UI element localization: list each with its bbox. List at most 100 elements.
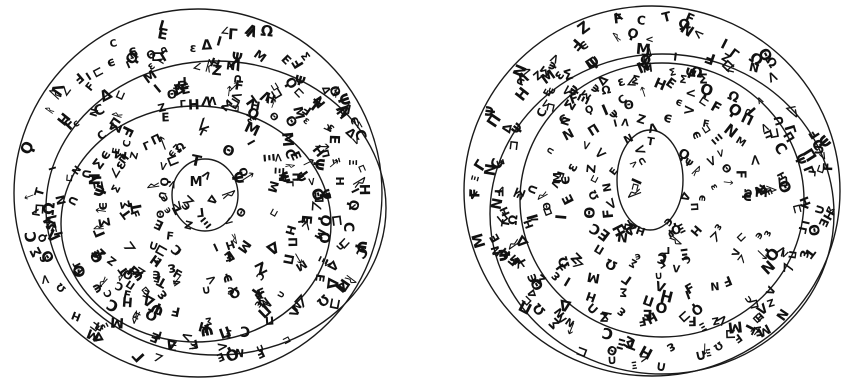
inscription-glyph: Ϙ (16, 138, 38, 157)
inscription-glyph: Ι (552, 213, 570, 220)
inscription-glyph: Ι (718, 36, 730, 53)
inscription-glyph: Ε (161, 110, 170, 124)
inscription-glyph: ⊐ (31, 203, 48, 216)
inscription-glyph: Λ (621, 118, 630, 130)
inscription-glyph: Ξ (630, 358, 638, 370)
left-disc: Δ⊐ɛϹΜϹΜΨɛΩΨᚱΕ∩<ϹΘ∩ΝΠ∠>>Ψ⊐ΔΤᛏΜ<ΛϵΝΗΝ⊐⊏ΗΤΤ… (14, 9, 386, 377)
inscription-glyph: Ⅎ (682, 279, 697, 296)
inscription-glyph: ᛏ (722, 179, 735, 186)
inscription-glyph: Ι (244, 138, 257, 148)
inscription-glyph: Ϝ (708, 99, 724, 118)
inscription-glyph: Ζ (183, 217, 194, 232)
inscription-glyph: Δ (204, 193, 220, 208)
inscription-glyph: Γ (129, 346, 149, 366)
inscription-glyph: Η (651, 75, 668, 94)
inscription-glyph: Ψ (608, 109, 622, 123)
inscription-glyph: Ω (54, 280, 68, 294)
inscription-glyph: ᚱ (95, 274, 110, 289)
inscription-glyph: Ζ (574, 17, 594, 38)
inscription-glyph: Η (333, 176, 346, 185)
right-disc: ⊏ΗΘΜΝϘ⊏Ι⊏ɛΩ<ΨϘϜϹΝϹ<ΛΠϘΔ<ᛏ>ϵΨ⊏ΞΙᛏℲΛΘϘΞ⊐Σ<… (464, 6, 840, 376)
inscription-glyph: Θ (542, 201, 555, 212)
inscription-glyph: Μ (635, 40, 651, 59)
inscription-glyph: ϵ (696, 194, 710, 202)
inscription-glyph: ⊏ (64, 173, 76, 182)
inscription-glyph: Ν (600, 182, 614, 193)
inscription-glyph: ∩ (200, 283, 212, 298)
inscription-glyph: Μ (733, 135, 747, 150)
inscription-glyph: ∩ (78, 167, 96, 181)
inscription-glyph: Θ (804, 223, 822, 238)
inscription-glyph: Δ (557, 295, 572, 315)
inscription-glyph: Ν (489, 197, 507, 212)
inscription-glyph: Μ (468, 231, 489, 250)
inscription-glyph: Ϝ (170, 302, 182, 319)
inscription-glyph: Θ (267, 110, 281, 124)
inscription-glyph: Δ (263, 238, 282, 260)
inscription-glyph: Ε (487, 231, 503, 245)
inscription-glyph: Ψ (308, 157, 328, 172)
inscription-glyph: ᚱ (219, 187, 239, 202)
inscription-glyph: Ϲ (169, 241, 186, 259)
inscription-glyph: ᚱ (43, 104, 56, 116)
inscription-glyph: Ϝ (720, 272, 734, 289)
inscription-glyph: Η (356, 184, 372, 196)
inscription-glyph: ϵ (662, 109, 675, 127)
inscription-glyph: Ⅎ (166, 228, 175, 242)
right-disc-glyphs: ⊏ΗΘΜΝϘ⊏Ι⊏ɛΩ<ΨϘϜϹΝϹ<ΛΠϘΔ<ᛏ>ϵΨ⊏ΞΙᛏℲΛΘϘΞ⊐Σ<… (464, 9, 837, 376)
inscription-glyph: Θ (233, 205, 249, 220)
inscription-glyph: Ν (772, 305, 791, 322)
inscription-glyph: ɛ (189, 41, 197, 55)
inscription-glyph: Μ (551, 172, 564, 183)
inscription-glyph: ∠ (780, 261, 795, 273)
inscription-glyph: Π (285, 237, 299, 247)
inscription-glyph: Ξ (470, 174, 482, 183)
inscription-glyph: Θ (220, 142, 237, 161)
inscription-glyph: Η (188, 97, 200, 113)
inscription-glyph: Π (688, 202, 699, 211)
inscription-glyph: ∩ (544, 145, 558, 158)
inscription-glyph: Θ (623, 97, 635, 112)
inscription-glyph: Ϝ (600, 208, 617, 219)
inscription-glyph: ᚱ (128, 307, 143, 325)
inscription-glyph: Ι (215, 34, 224, 50)
inscription-glyph: Ϲ (227, 284, 235, 295)
inscription-glyph: ∩ (654, 358, 668, 376)
inscription-glyph: Θ (582, 206, 598, 219)
inscription-glyph: Ι (151, 82, 164, 97)
inscription-glyph: ϵ (95, 201, 111, 211)
inscription-glyph: ∩ (606, 352, 617, 368)
inscription-glyph: Ψ (495, 247, 514, 262)
inscription-glyph: Δ (201, 37, 213, 54)
inscription-glyph: Ψ (221, 270, 234, 285)
inscription-glyph: Ζ (635, 111, 648, 127)
inscription-glyph: Γ (227, 25, 238, 44)
inscription-glyph: Η (122, 293, 134, 309)
inscription-glyph: Ϲ (636, 13, 647, 28)
inscription-glyph: Ι (211, 240, 220, 254)
inscription-glyph: ᛏ (638, 85, 648, 99)
inscription-glyph: > (305, 176, 319, 187)
inscription-glyph: ᛏ (313, 142, 331, 152)
inscription-glyph: < (746, 153, 765, 167)
inscription-glyph: Ζ (211, 63, 223, 80)
inscription-glyph: Τ (646, 135, 656, 149)
inscription-glyph: Ζ (599, 310, 608, 324)
inscription-glyph: Μ (251, 47, 269, 65)
inscription-glyph: Ψ (483, 105, 499, 118)
inscription-glyph: ∠ (121, 238, 140, 256)
inscription-glyph: > (38, 273, 54, 286)
inscription-glyph: Μ (190, 175, 203, 190)
inscription-glyph: Σ (679, 73, 688, 87)
inscription-glyph: Ⅎ (702, 49, 718, 69)
inscription-glyph: ɛ (664, 339, 679, 357)
inscription-glyph: ∩ (274, 288, 288, 301)
inscription-glyph: Μ (278, 131, 297, 147)
inscription-glyph: ∩ (810, 143, 829, 156)
inscription-glyph: Ι (673, 51, 679, 64)
inscription-glyph: Ω (586, 187, 602, 202)
inscription-glyph: Μ (642, 64, 653, 76)
inscription-glyph: ϵ (127, 43, 137, 59)
